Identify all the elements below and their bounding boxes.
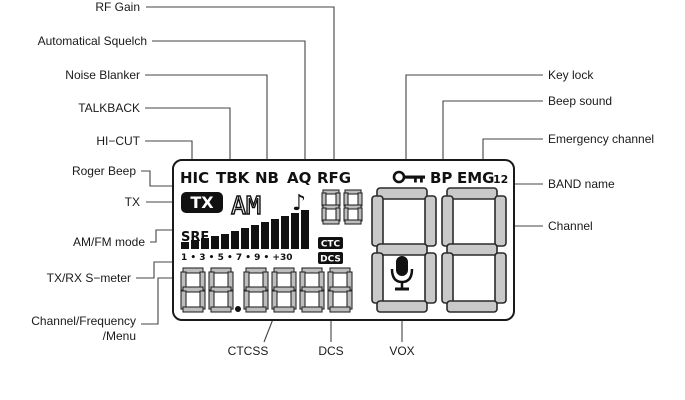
leader-s-meter <box>136 261 180 279</box>
hicut-indicator: HIC <box>180 169 209 187</box>
label-channel-frequency: Channel/Frequency <box>31 314 136 328</box>
tx-badge <box>181 192 223 213</box>
label-beep-sound: Beep sound <box>548 94 612 108</box>
label-hicut: HI−CUT <box>96 134 140 148</box>
label-ctcss: CTCSS <box>228 344 269 358</box>
roger-beep-icon: ♪ <box>292 191 306 216</box>
microphone-icon <box>390 256 414 291</box>
label-tx: TX <box>125 195 140 209</box>
label-roger-beep: Roger Beep <box>72 164 136 178</box>
emergency-number: 12 <box>493 173 508 186</box>
s-meter-bar-9 <box>261 222 269 249</box>
band-digit-1 <box>321 189 341 225</box>
emergency-indicator: EMG <box>457 169 495 187</box>
label-rf-gain: RF Gain <box>95 0 140 14</box>
talkback-indicator: TBK <box>216 169 251 187</box>
s-meter-bar-13 <box>301 210 309 249</box>
ctcss-text: CTC <box>321 240 341 250</box>
decimal-point <box>235 306 241 312</box>
s-meter-bar-4 <box>211 236 219 249</box>
noise-blanker-indicator: NB <box>255 169 279 187</box>
channel-digits <box>371 187 507 313</box>
label-menu: /Menu <box>103 329 136 343</box>
callout-labels: RF Gain Automatical Squelch Noise Blanke… <box>31 0 654 358</box>
ctcss-indicator: CTC <box>318 237 343 250</box>
freq-digit-6 <box>327 267 353 313</box>
s-meter-bar-5 <box>221 234 229 249</box>
s-meter-bar-12 <box>291 213 299 249</box>
band-digit-2 <box>343 189 363 225</box>
label-band-name: BAND name <box>548 177 615 191</box>
s-meter-bar-8 <box>251 225 259 249</box>
s-meter-bar-10 <box>271 219 279 249</box>
freq-digit-1 <box>180 267 206 313</box>
label-talkback: TALKBACK <box>78 101 140 115</box>
leader-beep-sound <box>442 100 543 166</box>
leader-noise-blanker <box>145 74 268 163</box>
label-channel: Channel <box>548 219 593 233</box>
label-noise-blanker: Noise Blanker <box>65 68 140 82</box>
label-emergency-channel: Emergency channel <box>548 132 654 146</box>
leader-rf-gain <box>146 6 335 163</box>
s-meter-bar-1 <box>181 242 189 249</box>
channel-digit-1 <box>371 187 437 313</box>
beep-sound-indicator: BP <box>430 169 452 187</box>
label-automatical-squelch: Automatical Squelch <box>38 34 147 48</box>
label-am-fm-mode: AM/FM mode <box>73 235 145 249</box>
channel-digit-2 <box>441 187 507 313</box>
leader-squelch <box>152 40 306 163</box>
leader-key-lock <box>405 74 543 166</box>
band-name-digits <box>321 189 363 225</box>
label-dcs: DCS <box>318 344 343 358</box>
s-meter-bars <box>181 210 309 249</box>
leader-talkback <box>145 107 231 163</box>
leader-channel-freq <box>141 277 178 325</box>
freq-digit-3 <box>243 267 269 313</box>
leader-emergency <box>482 138 543 166</box>
s-meter-bar-2 <box>191 240 199 249</box>
label-key-lock: Key lock <box>548 68 594 82</box>
squelch-indicator: AQ <box>287 169 311 187</box>
top-indicators: HIC TBK NB AQ RFG BP EMG 12 <box>180 169 508 187</box>
tx-indicator: TX <box>181 192 223 213</box>
s-meter-bar-3 <box>201 238 209 249</box>
dcs-indicator: DCS <box>318 252 343 265</box>
s-meter-bar-7 <box>241 228 249 249</box>
leader-hicut <box>145 140 193 163</box>
s-meter-bar-6 <box>231 231 239 249</box>
label-s-meter: TX/RX S−meter <box>47 271 131 285</box>
dcs-text: DCS <box>320 255 341 265</box>
label-vox: VOX <box>389 344 414 358</box>
am-fm-mode-indicator: AM <box>231 191 261 220</box>
freq-digit-4 <box>271 267 297 313</box>
key-lock-icon <box>392 170 425 184</box>
s-meter-bar-11 <box>281 216 289 249</box>
freq-digit-5 <box>299 267 325 313</box>
tx-badge-text: TX <box>190 193 214 212</box>
rf-gain-indicator: RFG <box>317 169 351 187</box>
s-meter-scale: 1 • 3 • 5 • 7 • 9 • +30 <box>181 253 292 263</box>
freq-digit-2 <box>208 267 234 313</box>
frequency-digits <box>180 267 353 313</box>
